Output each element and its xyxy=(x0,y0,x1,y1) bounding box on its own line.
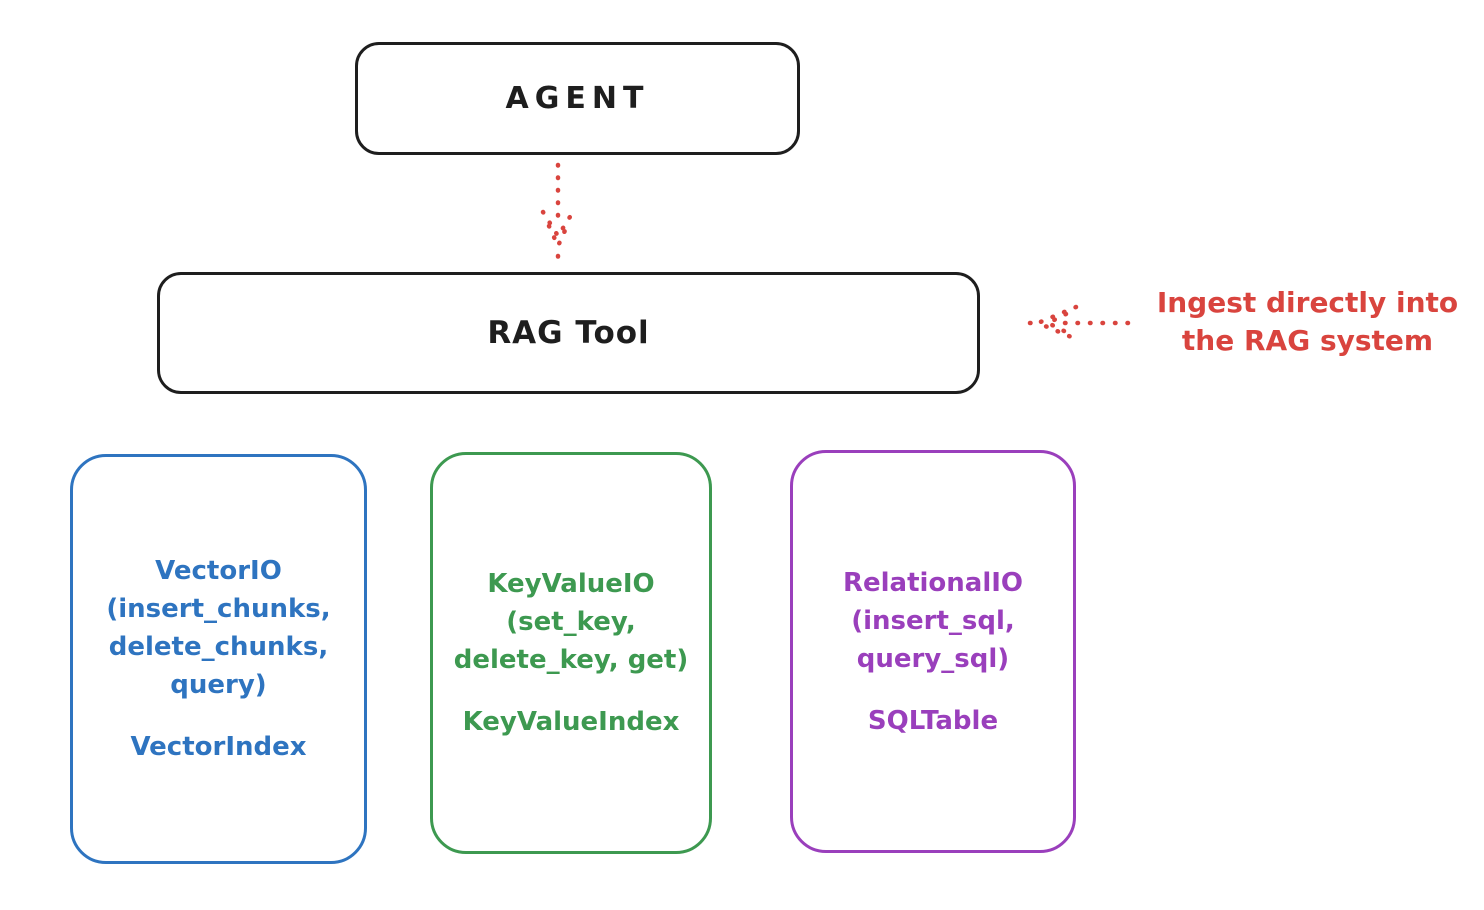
ingest-annotation: Ingest directly into the RAG system xyxy=(1135,284,1480,360)
relational-io-methods: RelationalIO (insert_sql, query_sql) xyxy=(843,564,1023,678)
relational-io-line: (insert_sql, xyxy=(851,605,1015,636)
keyvalue-index-label: KeyValueIndex xyxy=(462,707,680,737)
sql-table-label: SQLTable xyxy=(867,705,999,736)
ingest-annotation-line1: Ingest directly into xyxy=(1156,286,1459,319)
vector-io-line: delete_chunks, xyxy=(108,632,329,662)
vector-io-methods: VectorIO (insert_chunks, delete_chunks, … xyxy=(106,552,330,704)
keyvalue-io-line: delete_key, get) xyxy=(453,645,689,675)
vector-io-box: VectorIO (insert_chunks, delete_chunks, … xyxy=(70,454,367,864)
relational-io-line: RelationalIO xyxy=(842,567,1024,598)
relational-io-line: query_sql) xyxy=(856,643,1010,674)
rag-tool-label: RAG Tool xyxy=(487,315,650,351)
annotation-to-ragtool-arrow xyxy=(1027,304,1131,342)
ingest-annotation-line2: the RAG system xyxy=(1181,324,1434,357)
relational-io-box: RelationalIO (insert_sql, query_sql) SQL… xyxy=(790,450,1076,853)
keyvalue-io-methods: KeyValueIO (set_key, delete_key, get) xyxy=(454,565,689,679)
rag-tool-box: RAG Tool xyxy=(157,272,980,394)
keyvalue-io-line: (set_key, xyxy=(506,607,636,637)
agent-to-ragtool-arrow xyxy=(540,162,576,260)
agent-box: AGENT xyxy=(355,42,800,155)
vector-io-line: VectorIO xyxy=(155,556,282,586)
vector-index-label: VectorIndex xyxy=(130,732,307,762)
vector-io-line: (insert_chunks, xyxy=(106,594,331,624)
keyvalue-io-line: KeyValueIO xyxy=(487,569,655,599)
agent-label: AGENT xyxy=(505,81,650,116)
vector-io-line: query) xyxy=(170,670,267,700)
keyvalue-io-box: KeyValueIO (set_key, delete_key, get) Ke… xyxy=(430,452,712,854)
